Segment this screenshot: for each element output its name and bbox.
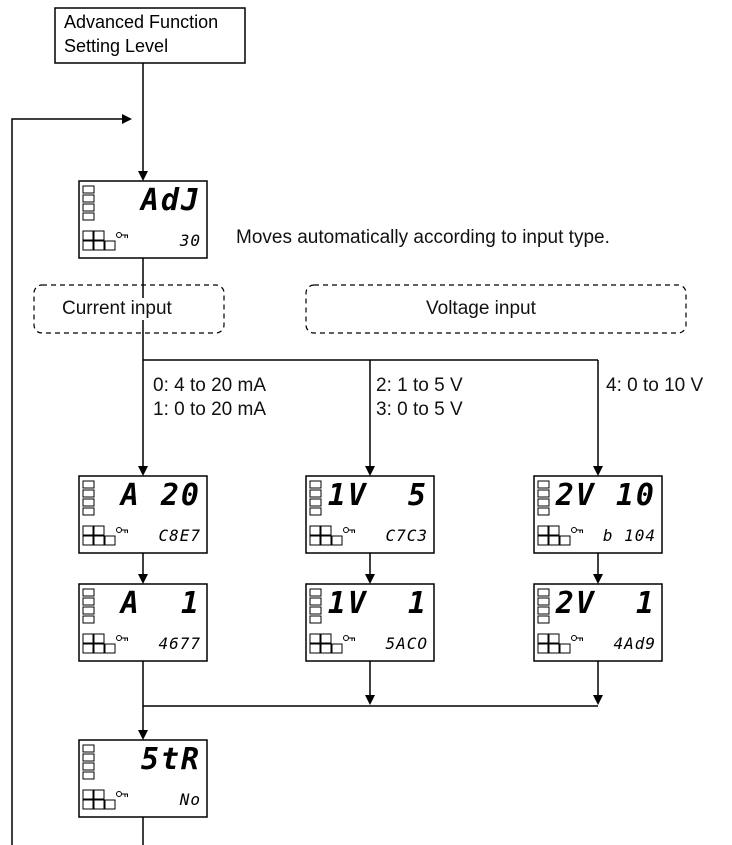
status-lamp bbox=[549, 644, 559, 653]
indicator-lamp bbox=[538, 607, 549, 614]
indicator-lamp bbox=[83, 598, 94, 605]
indicator-lamp bbox=[538, 589, 549, 596]
status-lamp bbox=[83, 790, 93, 799]
indicator-lamp bbox=[83, 490, 94, 497]
indicator-lamp bbox=[83, 508, 94, 515]
status-lamp bbox=[310, 634, 320, 643]
indicator-lamp bbox=[83, 589, 94, 596]
indicator-lamp bbox=[538, 616, 549, 623]
indicator-lamp bbox=[83, 763, 94, 770]
indicator-lamp bbox=[310, 481, 321, 488]
indicator-lamp bbox=[83, 195, 94, 202]
status-lamp bbox=[560, 644, 570, 653]
group-label-current: Current input bbox=[62, 298, 172, 320]
group-label-voltage: Voltage input bbox=[426, 298, 536, 320]
indicator-lamp bbox=[83, 745, 94, 752]
status-lamp bbox=[321, 536, 331, 545]
status-lamp bbox=[538, 536, 548, 545]
start-box-line2: Setting Level bbox=[64, 35, 168, 57]
display-a1-secondary: 4677 bbox=[133, 634, 201, 653]
status-lamp bbox=[94, 526, 104, 535]
indicator-lamp bbox=[83, 772, 94, 779]
display-a20-primary: A 20 bbox=[99, 478, 201, 513]
display-v10-primary: 2V 10 bbox=[554, 478, 656, 513]
indicator-lamp bbox=[310, 508, 321, 515]
status-lamp bbox=[105, 536, 115, 545]
status-lamp bbox=[310, 536, 320, 545]
status-lamp bbox=[83, 231, 93, 240]
status-lamp bbox=[332, 644, 342, 653]
status-lamp bbox=[549, 526, 559, 535]
branch-left-line2: 1: 0 to 20 mA bbox=[153, 399, 266, 421]
indicator-lamp bbox=[310, 499, 321, 506]
status-lamp bbox=[310, 526, 320, 535]
status-lamp bbox=[94, 790, 104, 799]
status-lamp bbox=[105, 800, 115, 809]
display-a1-primary: A 1 bbox=[99, 586, 201, 621]
branch-middle-line2: 3: 0 to 5 V bbox=[376, 399, 463, 421]
branch-middle-line1: 2: 1 to 5 V bbox=[376, 375, 463, 397]
display-adj-secondary: 30 bbox=[133, 231, 201, 250]
status-lamp bbox=[538, 644, 548, 653]
display-v5-secondary: C7C3 bbox=[360, 526, 428, 545]
indicator-lamp bbox=[83, 213, 94, 220]
indicator-lamp bbox=[83, 499, 94, 506]
status-lamp bbox=[94, 634, 104, 643]
status-lamp bbox=[94, 231, 104, 240]
status-lamp bbox=[321, 634, 331, 643]
indicator-lamp bbox=[538, 499, 549, 506]
status-lamp bbox=[105, 241, 115, 250]
indicator-lamp bbox=[310, 607, 321, 614]
display-adj-primary: AdJ bbox=[99, 183, 201, 218]
display-str-primary: 5tR bbox=[99, 742, 201, 777]
display-v5-primary: 1V 5 bbox=[326, 478, 428, 513]
indicator-lamp bbox=[538, 481, 549, 488]
status-lamp bbox=[321, 644, 331, 653]
status-lamp bbox=[332, 536, 342, 545]
display-v1-secondary: 5ACO bbox=[360, 634, 428, 653]
indicator-lamp bbox=[538, 508, 549, 515]
status-lamp bbox=[83, 536, 93, 545]
indicator-lamp bbox=[83, 754, 94, 761]
auto-move-note: Moves automatically according to input t… bbox=[236, 227, 610, 249]
status-lamp bbox=[83, 526, 93, 535]
branch-left-line1: 0: 4 to 20 mA bbox=[153, 375, 266, 397]
status-lamp bbox=[560, 536, 570, 545]
indicator-lamp bbox=[310, 589, 321, 596]
indicator-lamp bbox=[310, 616, 321, 623]
status-lamp bbox=[549, 634, 559, 643]
display-a20-secondary: C8E7 bbox=[133, 526, 201, 545]
status-lamp bbox=[83, 644, 93, 653]
indicator-lamp bbox=[83, 204, 94, 211]
status-lamp bbox=[94, 800, 104, 809]
indicator-lamp bbox=[83, 607, 94, 614]
display-v2_1-primary: 2V 1 bbox=[554, 586, 656, 621]
display-str-secondary: No bbox=[133, 790, 201, 809]
display-v2_1-secondary: 4Ad9 bbox=[588, 634, 656, 653]
status-lamp bbox=[94, 241, 104, 250]
indicator-lamp bbox=[83, 186, 94, 193]
status-lamp bbox=[94, 644, 104, 653]
status-lamp bbox=[310, 644, 320, 653]
status-lamp bbox=[538, 634, 548, 643]
branch-right-line1: 4: 0 to 10 V bbox=[606, 375, 703, 397]
status-lamp bbox=[549, 536, 559, 545]
display-v1-primary: 1V 1 bbox=[326, 586, 428, 621]
indicator-lamp bbox=[83, 481, 94, 488]
indicator-lamp bbox=[310, 490, 321, 497]
status-lamp bbox=[83, 800, 93, 809]
indicator-lamp bbox=[538, 598, 549, 605]
status-lamp bbox=[83, 241, 93, 250]
start-box-line1: Advanced Function bbox=[64, 11, 218, 33]
display-v10-secondary: b 104 bbox=[588, 526, 656, 545]
status-lamp bbox=[321, 526, 331, 535]
status-lamp bbox=[538, 526, 548, 535]
indicator-lamp bbox=[83, 616, 94, 623]
status-lamp bbox=[94, 536, 104, 545]
status-lamp bbox=[105, 644, 115, 653]
status-lamp bbox=[83, 634, 93, 643]
indicator-lamp bbox=[310, 598, 321, 605]
indicator-lamp bbox=[538, 490, 549, 497]
